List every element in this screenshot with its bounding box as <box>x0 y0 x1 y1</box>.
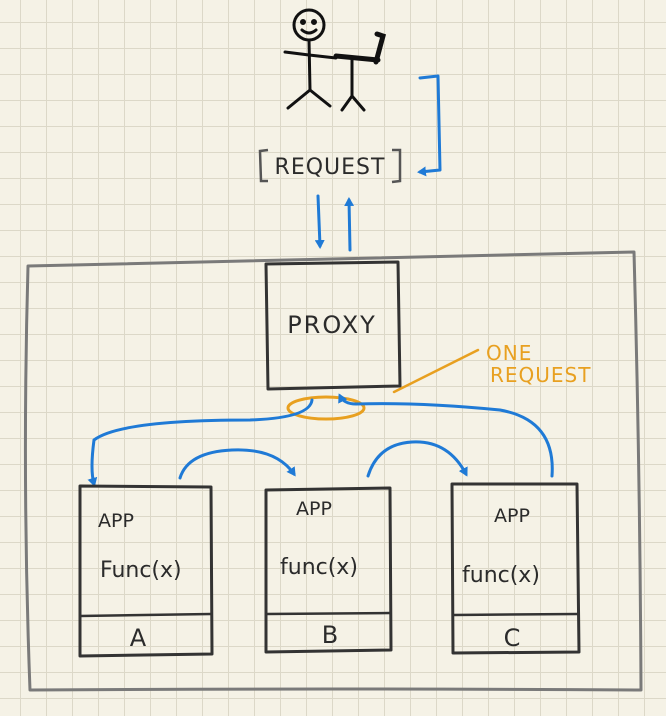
request-down-arrow <box>314 194 325 249</box>
app-a-label: APP <box>98 510 134 532</box>
user-icon <box>283 8 338 110</box>
flow-arrow-b-to-c <box>366 440 468 478</box>
proxy-label: PROXY <box>287 311 377 339</box>
flow-arrow-proxy-to-a <box>87 398 314 487</box>
app-c-func: func(x) <box>462 563 540 588</box>
request-node: REQUEST <box>258 148 402 184</box>
flow-arrow-a-to-b <box>178 448 296 480</box>
app-node-b: APP func(x) B <box>264 486 393 654</box>
annotation-line2: REQUEST <box>490 363 591 387</box>
app-a-func: Func(x) <box>100 558 182 583</box>
app-node-c: APP func(x) C <box>450 482 581 655</box>
annotation-pointer <box>392 348 480 394</box>
proxy-node: PROXY <box>264 260 402 391</box>
app-b-id: B <box>322 621 338 649</box>
app-c-label: APP <box>494 505 530 527</box>
system-boundary <box>23 250 643 692</box>
app-node-a: APP Func(x) A <box>78 484 214 658</box>
flow-arrow-c-to-proxy <box>338 393 554 478</box>
request-label: REQUEST <box>275 155 386 180</box>
laptop-icon <box>333 31 387 112</box>
app-b-func: func(x) <box>280 555 358 580</box>
response-return-arrow <box>417 74 442 177</box>
request-up-arrow <box>344 197 355 252</box>
app-a-id: A <box>130 624 147 652</box>
annotation-line1: ONE <box>486 341 532 365</box>
app-c-id: C <box>504 624 521 652</box>
app-b-label: APP <box>296 498 332 520</box>
one-request-highlight <box>286 395 366 421</box>
